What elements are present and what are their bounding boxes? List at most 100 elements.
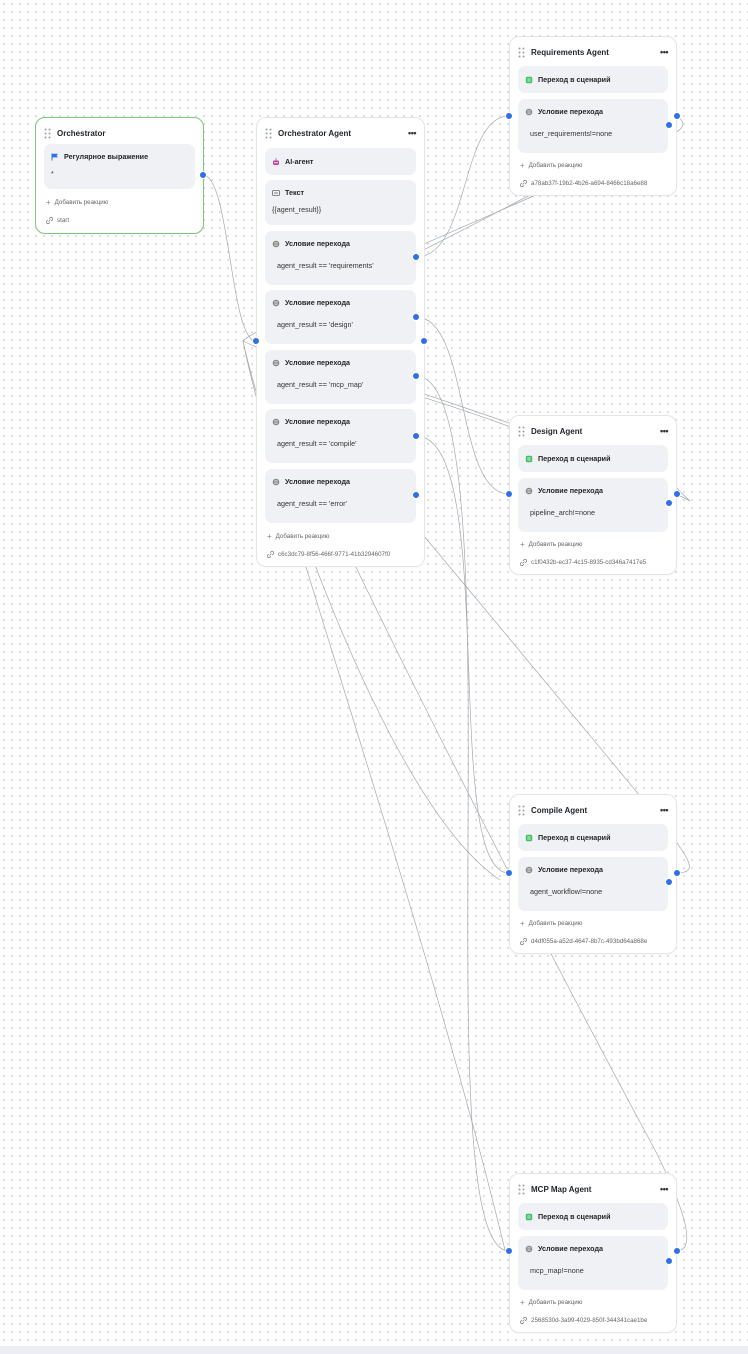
condition-block[interactable]: Условие перехода agent_result == 'mcp_ma… [265, 350, 416, 404]
condition-icon [272, 240, 280, 247]
output-port[interactable] [199, 171, 207, 179]
output-port[interactable] [412, 372, 420, 380]
orchestrator-node[interactable]: Orchestrator Регулярное выражение * + До… [35, 117, 204, 234]
scenario-icon [525, 1213, 533, 1220]
output-port[interactable] [673, 869, 681, 877]
link-icon [520, 1317, 527, 1324]
drag-handle-icon[interactable] [265, 128, 272, 139]
condition-block[interactable]: Условие перехода mcp_map!=none [518, 1236, 668, 1290]
drag-handle-icon[interactable] [518, 426, 525, 437]
more-options-icon[interactable]: ••• [660, 804, 668, 815]
condition-block[interactable]: Условие перехода user_requirements!=none [518, 99, 668, 153]
output-port[interactable] [673, 490, 681, 498]
condition-block[interactable]: Условие перехода pipeline_arch!=none [518, 478, 668, 532]
plus-icon: + [46, 198, 51, 207]
condition-icon [272, 299, 280, 306]
orchestrator-agent-node[interactable]: Orchestrator Agent ••• AI-агент Текст {{… [256, 117, 425, 567]
node-title: Orchestrator [57, 128, 106, 138]
drag-handle-icon[interactable] [518, 805, 525, 816]
flag-icon [51, 153, 58, 160]
node-header[interactable]: Orchestrator [44, 125, 195, 141]
regex-block[interactable]: Регулярное выражение * [44, 144, 195, 189]
node-header[interactable]: Design Agent ••• [518, 423, 668, 439]
add-reaction-button[interactable]: + Добавить реакцию [520, 1298, 582, 1307]
output-port[interactable] [412, 253, 420, 261]
add-reaction-label: Добавить реакцию [54, 199, 109, 206]
drag-handle-icon[interactable] [518, 1184, 525, 1195]
node-header[interactable]: Requirements Agent ••• [518, 44, 668, 60]
output-port[interactable] [665, 1257, 673, 1265]
scenario-block[interactable]: Переход в сценарий [518, 824, 668, 851]
more-options-icon[interactable]: ••• [408, 127, 416, 138]
output-port[interactable] [412, 432, 420, 440]
condition-block[interactable]: Условие перехода agent_result == 'requir… [265, 231, 416, 285]
scenario-block[interactable]: Переход в сценарий [518, 66, 668, 93]
block-label: Условие перехода [285, 477, 351, 486]
condition-icon [525, 1245, 533, 1252]
edge-mcp-map [415, 375, 510, 1252]
compile-agent-node[interactable]: Compile Agent ••• Переход в сценарий Усл… [509, 794, 677, 954]
node-header[interactable]: Orchestrator Agent ••• [265, 125, 416, 141]
condition-value: agent_workflow!=none [530, 887, 603, 896]
link-icon [46, 217, 53, 224]
input-port[interactable] [505, 112, 513, 120]
condition-block[interactable]: Условие перехода agent_workflow!=none [518, 857, 668, 911]
block-label: Переход в сценарий [538, 1212, 611, 1221]
output-port[interactable] [412, 313, 420, 321]
design-agent-node[interactable]: Design Agent ••• Переход в сценарий Усло… [509, 415, 677, 575]
node-header[interactable]: MCP Map Agent ••• [518, 1181, 668, 1197]
output-port[interactable] [412, 491, 420, 499]
block-label: Условие перехода [285, 417, 351, 426]
condition-value: pipeline_arch!=none [530, 508, 595, 517]
add-reaction-button[interactable]: + Добавить реакцию [46, 198, 108, 207]
requirements-agent-node[interactable]: Requirements Agent ••• Переход в сценари… [509, 36, 677, 196]
input-port[interactable] [505, 869, 513, 877]
condition-block[interactable]: Условие перехода agent_result == 'design… [265, 290, 416, 344]
plus-icon: + [520, 1298, 525, 1307]
add-reaction-button[interactable]: + Добавить реакцию [520, 161, 582, 170]
add-reaction-button[interactable]: + Добавить реакцию [267, 532, 329, 541]
mcp-map-agent-node[interactable]: MCP Map Agent ••• Переход в сценарий Усл… [509, 1173, 677, 1333]
more-options-icon[interactable]: ••• [660, 1183, 668, 1194]
input-port[interactable] [505, 1247, 513, 1255]
output-port[interactable] [665, 499, 673, 507]
add-reaction-label: Добавить реакцию [275, 533, 330, 540]
ai-agent-block[interactable]: AI-агент [265, 148, 416, 175]
add-reaction-button[interactable]: + Добавить реакцию [520, 540, 582, 549]
condition-block[interactable]: Условие перехода agent_result == 'error' [265, 469, 416, 523]
plus-icon: + [267, 532, 272, 541]
block-label: Текст [285, 188, 305, 197]
more-options-icon[interactable]: ••• [660, 425, 668, 436]
output-port[interactable] [673, 112, 681, 120]
plus-icon: + [520, 161, 525, 170]
output-port[interactable] [420, 337, 428, 345]
node-id-text: c1f0432b-ec37-4c15-8935-cd346a7417e5 [531, 559, 647, 566]
output-port[interactable] [673, 1247, 681, 1255]
add-reaction-label: Добавить реакцию [528, 1299, 583, 1306]
block-label: Переход в сценарий [538, 454, 611, 463]
drag-handle-icon[interactable] [44, 128, 51, 139]
node-id-text: c6c3dc79-8f56-466f-9771-41b3294607f0 [278, 551, 391, 558]
edge-compile [415, 435, 510, 874]
node-header[interactable]: Compile Agent ••• [518, 802, 668, 818]
link-icon [520, 938, 527, 945]
node-title: Orchestrator Agent [278, 128, 352, 138]
condition-value: agent_result == 'requirements' [277, 261, 374, 270]
scenario-block[interactable]: Переход в сценарий [518, 445, 668, 472]
node-id: d4df055a-a52d-4647-8b7c-493bd64a868e [520, 938, 647, 945]
condition-value: agent_result == 'error' [277, 499, 347, 508]
input-port[interactable] [252, 337, 260, 345]
input-port[interactable] [505, 490, 513, 498]
more-options-icon[interactable]: ••• [660, 46, 668, 57]
edge-start-to-orchestrator-agent [202, 174, 257, 342]
output-port[interactable] [665, 878, 673, 886]
output-port[interactable] [665, 121, 673, 129]
drag-handle-icon[interactable] [518, 47, 525, 58]
scenario-block[interactable]: Переход в сценарий [518, 1203, 668, 1230]
condition-block[interactable]: Условие перехода agent_result == 'compil… [265, 409, 416, 463]
add-reaction-button[interactable]: + Добавить реакцию [520, 919, 582, 928]
node-title: MCP Map Agent [531, 1184, 592, 1194]
scenario-icon [525, 834, 533, 841]
edge-requirements [415, 115, 510, 258]
text-block[interactable]: Текст {{agent_result}} [265, 180, 416, 225]
